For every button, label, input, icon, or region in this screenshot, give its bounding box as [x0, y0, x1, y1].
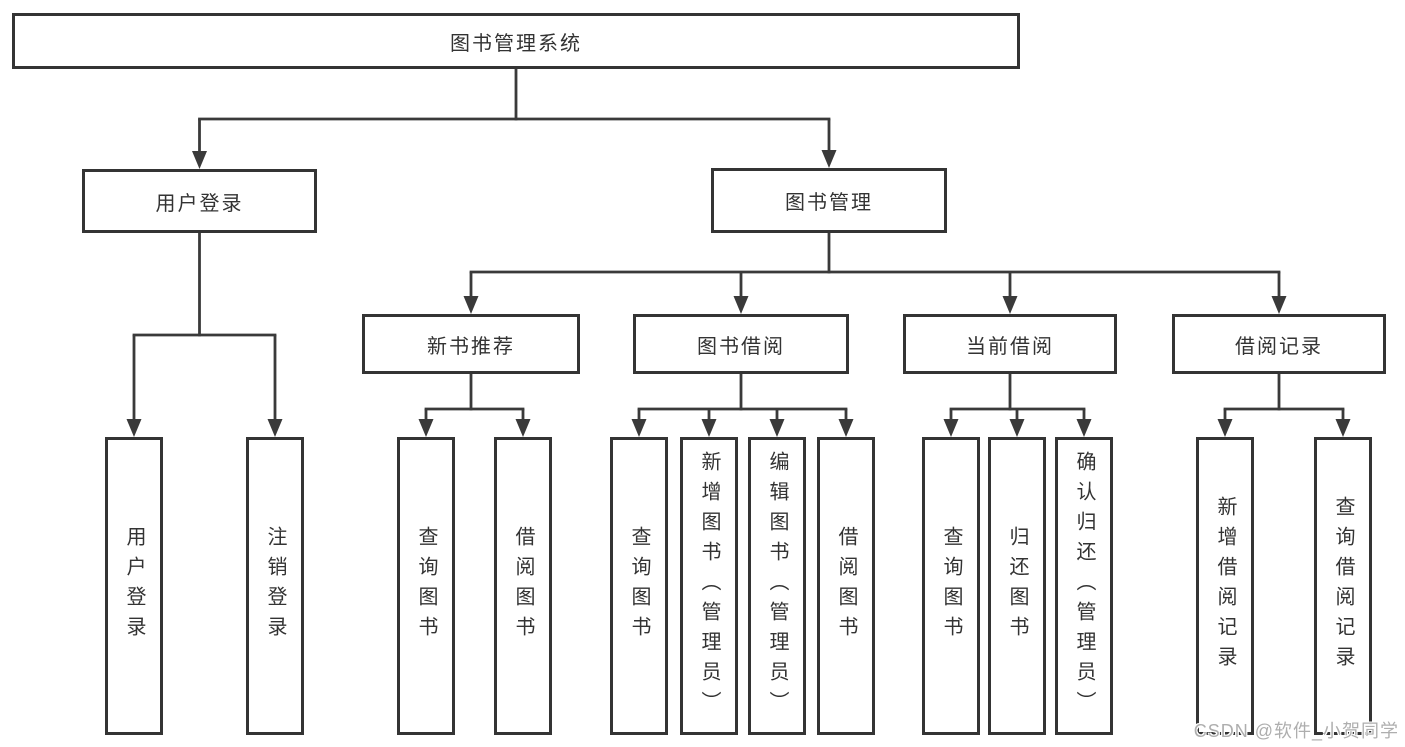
leaf-borrow-books-borrow: 借阅图书	[817, 437, 875, 735]
leaf-user-login: 用户登录	[105, 437, 163, 735]
leaf-logout: 注销登录	[246, 437, 304, 735]
leaf-query-books-current: 查询图书	[922, 437, 980, 735]
node-library-management-system: 图书管理系统	[12, 13, 1020, 69]
leaf-add-borrow-record: 新增借阅记录	[1196, 437, 1254, 735]
node-user-login: 用户登录	[82, 169, 317, 233]
watermark-text: CSDN @软件_小贺同学	[1193, 721, 1399, 741]
leaf-borrow-books-recommend: 借阅图书	[494, 437, 552, 735]
leaf-query-books-borrow: 查询图书	[610, 437, 668, 735]
node-book-management: 图书管理	[711, 168, 947, 233]
leaf-query-books-recommend: 查询图书	[397, 437, 455, 735]
node-book-borrowing: 图书借阅	[633, 314, 849, 374]
node-new-book-recommendation: 新书推荐	[362, 314, 580, 374]
leaf-query-borrow-record: 查询借阅记录	[1314, 437, 1372, 735]
leaf-edit-book-admin: 编辑图书（管理员）	[748, 437, 806, 735]
leaf-add-book-admin: 新增图书（管理员）	[680, 437, 738, 735]
leaf-return-book: 归还图书	[988, 437, 1046, 735]
leaf-confirm-return-admin: 确认归还（管理员）	[1055, 437, 1113, 735]
node-current-borrowing: 当前借阅	[903, 314, 1117, 374]
node-borrowing-records: 借阅记录	[1172, 314, 1386, 374]
